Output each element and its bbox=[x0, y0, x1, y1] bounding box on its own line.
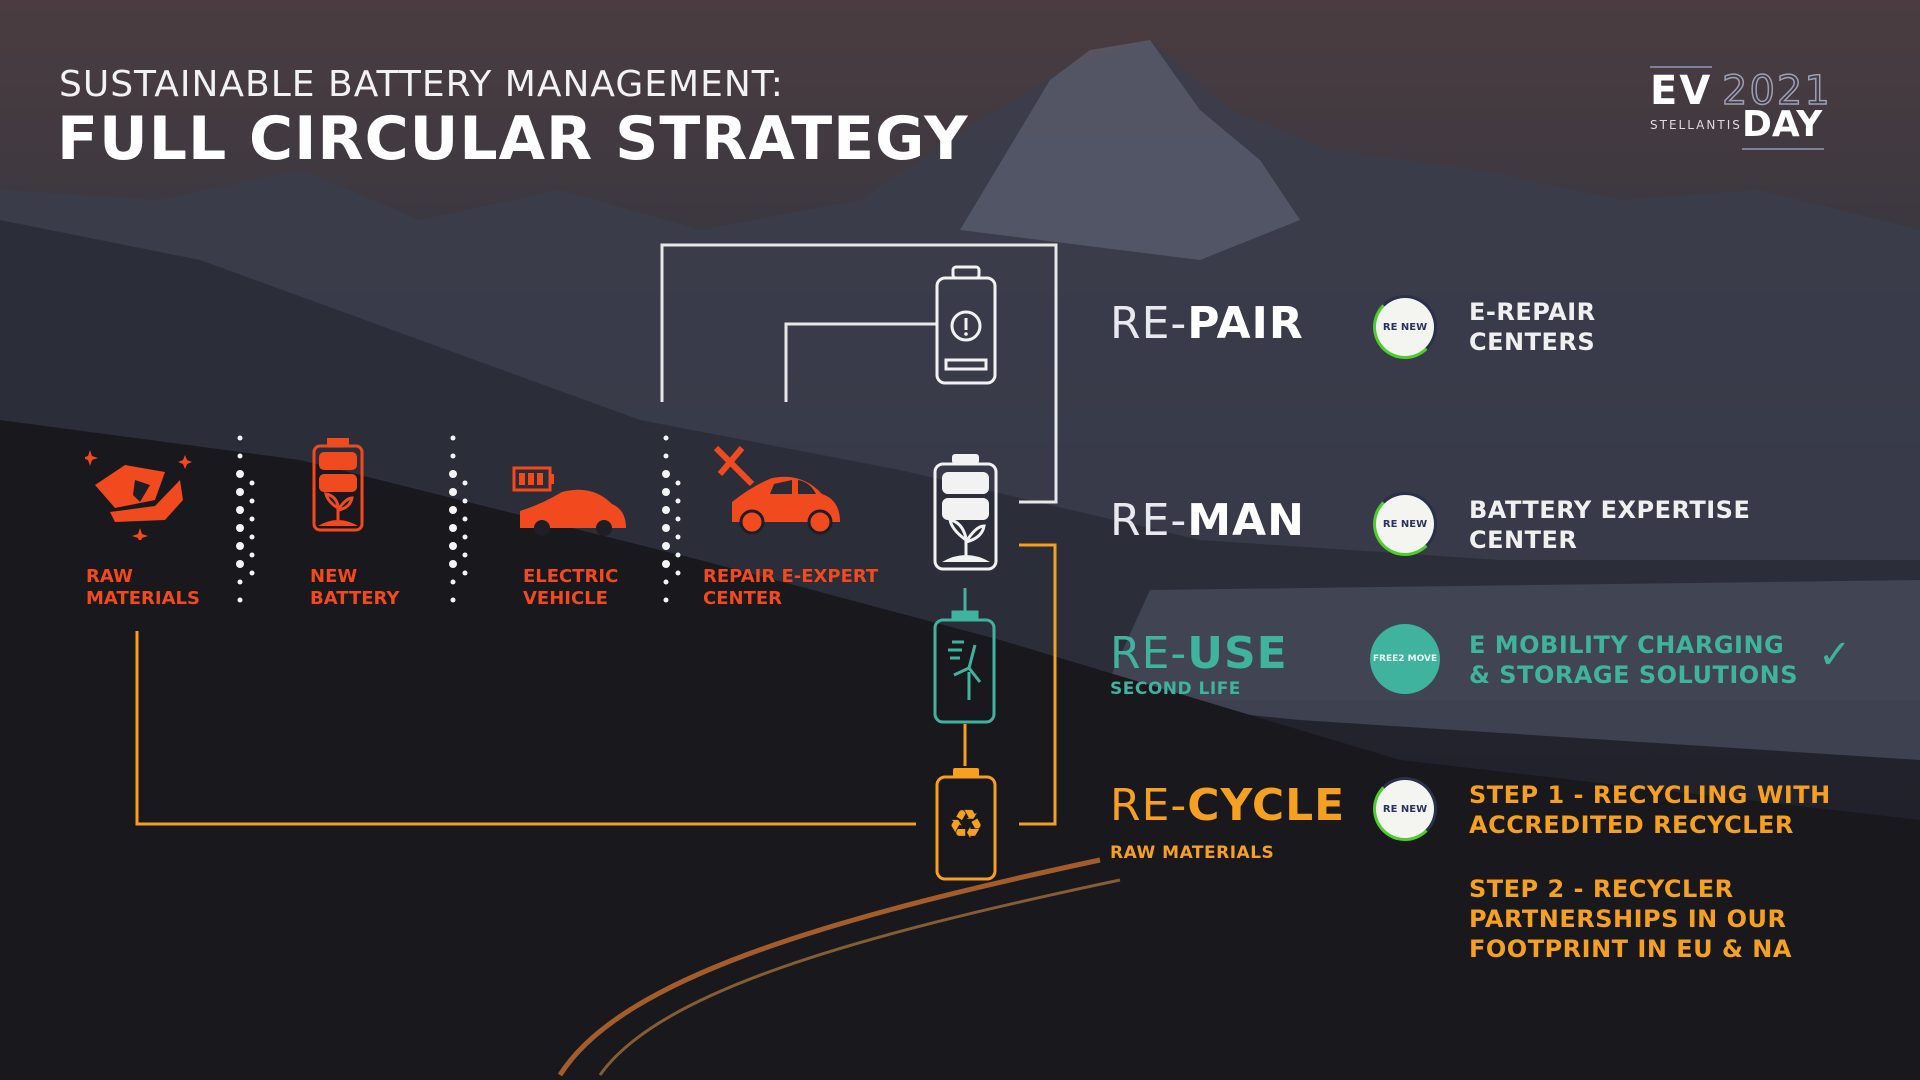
separator-dot bbox=[236, 524, 244, 532]
page-title: FULL CIRCULAR STRATEGY bbox=[57, 104, 969, 174]
separator-dot bbox=[249, 480, 255, 486]
separator-dot bbox=[675, 480, 681, 486]
repair-loop-line bbox=[660, 243, 1058, 504]
separator-dot bbox=[662, 560, 670, 568]
separator-dot bbox=[449, 542, 457, 550]
separator-dot bbox=[675, 570, 681, 576]
separator-dot bbox=[450, 435, 456, 441]
separator-dot bbox=[237, 597, 243, 603]
separator-dot bbox=[662, 470, 670, 478]
separator-dot bbox=[237, 579, 243, 585]
re-cycle-subtitle: RAW MATERIALS bbox=[1110, 843, 1275, 863]
separator-dot bbox=[663, 435, 669, 441]
separator-dot bbox=[462, 570, 468, 576]
free2move-logo: FREE2 MOVE bbox=[1370, 624, 1440, 694]
separator-dot bbox=[249, 552, 255, 558]
separator-dot bbox=[462, 516, 468, 522]
new-battery-icon bbox=[310, 436, 366, 532]
separator-dot bbox=[675, 534, 681, 540]
separator-dot bbox=[237, 435, 243, 441]
electric-vehicle-icon bbox=[512, 466, 632, 536]
ev-day-logo: EV 2021 STELLANTIS DAY bbox=[1650, 66, 1831, 156]
separator-dot bbox=[450, 453, 456, 459]
battery-recycle-icon: ♻ bbox=[935, 768, 997, 881]
separator-dot bbox=[462, 534, 468, 540]
separator-dot bbox=[663, 579, 669, 585]
separator-dot bbox=[662, 524, 670, 532]
re-use-description: E MOBILITY CHARGING& STORAGE SOLUTIONS bbox=[1469, 631, 1799, 689]
separator-dot bbox=[675, 552, 681, 558]
separator-dot bbox=[249, 516, 255, 522]
raw-materials-icon bbox=[82, 440, 195, 544]
re-use-subtitle: SECOND LIFE bbox=[1110, 679, 1241, 699]
separator-dot bbox=[450, 597, 456, 603]
separator-dot bbox=[249, 570, 255, 576]
battery-wind-turbine-icon bbox=[933, 610, 996, 724]
separator-dot bbox=[236, 470, 244, 478]
checkmark-icon: ✓ bbox=[1818, 632, 1852, 678]
separator-dot bbox=[449, 506, 457, 514]
separator-dot bbox=[236, 560, 244, 568]
separator-dot bbox=[449, 488, 457, 496]
separator-dot bbox=[663, 597, 669, 603]
separator-dot bbox=[449, 524, 457, 532]
separator-dot bbox=[462, 480, 468, 486]
separator-dot bbox=[236, 488, 244, 496]
re-use-heading: RE-USE bbox=[1110, 628, 1288, 679]
renew-logo: RE NEW bbox=[1373, 492, 1437, 556]
separator-dot bbox=[450, 579, 456, 585]
separator-dot bbox=[449, 470, 457, 478]
separator-dot bbox=[249, 498, 255, 504]
svg-text:♻: ♻ bbox=[948, 802, 984, 848]
subtitle: SUSTAINABLE BATTERY MANAGEMENT: bbox=[59, 64, 784, 105]
separator-dot bbox=[663, 453, 669, 459]
separator-dot bbox=[236, 542, 244, 550]
renew-logo: RE NEW bbox=[1373, 777, 1437, 841]
repair-car-icon bbox=[712, 444, 847, 536]
dotted-separators bbox=[236, 435, 681, 603]
separator-dot bbox=[249, 534, 255, 540]
separator-dot bbox=[675, 498, 681, 504]
separator-dot bbox=[462, 552, 468, 558]
separator-dot bbox=[662, 542, 670, 550]
separator-dot bbox=[462, 498, 468, 504]
recycle-loop-line bbox=[135, 543, 1057, 826]
battery-warning-icon bbox=[935, 265, 997, 385]
separator-dot bbox=[675, 516, 681, 522]
re-pair-heading: RE-PAIR bbox=[1110, 298, 1304, 349]
separator-dot bbox=[237, 453, 243, 459]
renew-logo: RE NEW bbox=[1373, 295, 1437, 359]
separator-dot bbox=[662, 506, 670, 514]
separator-dot bbox=[662, 488, 670, 496]
re-cycle-heading: RE-CYCLE bbox=[1110, 780, 1346, 831]
separator-dot bbox=[449, 560, 457, 568]
separator-dot bbox=[236, 506, 244, 514]
re-man-heading: RE-MAN bbox=[1110, 495, 1305, 546]
battery-plant-icon bbox=[933, 454, 998, 571]
